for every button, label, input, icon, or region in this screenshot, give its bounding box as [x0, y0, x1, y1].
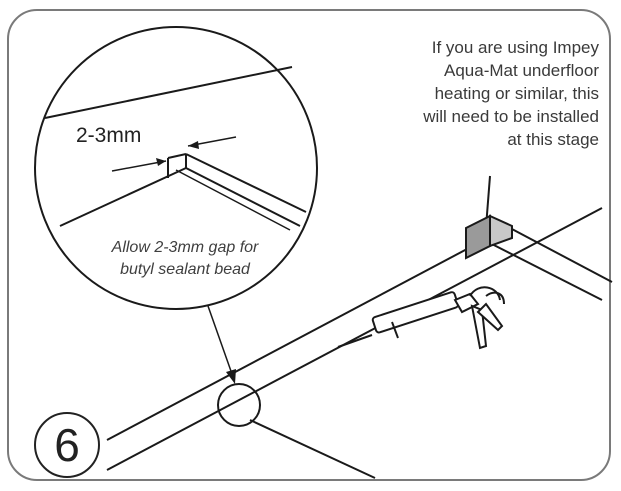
note-line: Aqua-Mat underfloor [444, 61, 599, 80]
note-line: If you are using Impey [431, 38, 599, 57]
floor-side-inner-edge [483, 239, 603, 301]
caption-line: Allow 2-3mm gap for [111, 239, 259, 256]
reference-callout [207, 305, 261, 427]
floor-front-outer-edge [106, 207, 603, 471]
floor-front-inner-edge [106, 239, 485, 441]
floor-side-outer-edge [509, 227, 613, 283]
note-line: will need to be installed [423, 107, 599, 126]
detail-magnifier [34, 26, 318, 310]
gap-dimension-label: 2-3mm [76, 124, 142, 147]
panel-frame [7, 9, 611, 481]
corner-post [465, 214, 513, 260]
floor-underside-edge [249, 419, 376, 479]
sealant-gun-icon [337, 286, 505, 350]
note-line: heating or similar, this [434, 84, 599, 103]
note-line: at this stage [507, 130, 599, 149]
step-number: 6 [54, 419, 80, 471]
step-number-badge: 6 [34, 412, 100, 478]
caption-line: butyl sealant bead [120, 261, 250, 278]
detail-caption: Allow 2-3mm gap for butyl sealant bead [50, 237, 320, 281]
underfloor-heating-note: If you are using Impey Aqua-Mat underflo… [339, 36, 599, 151]
